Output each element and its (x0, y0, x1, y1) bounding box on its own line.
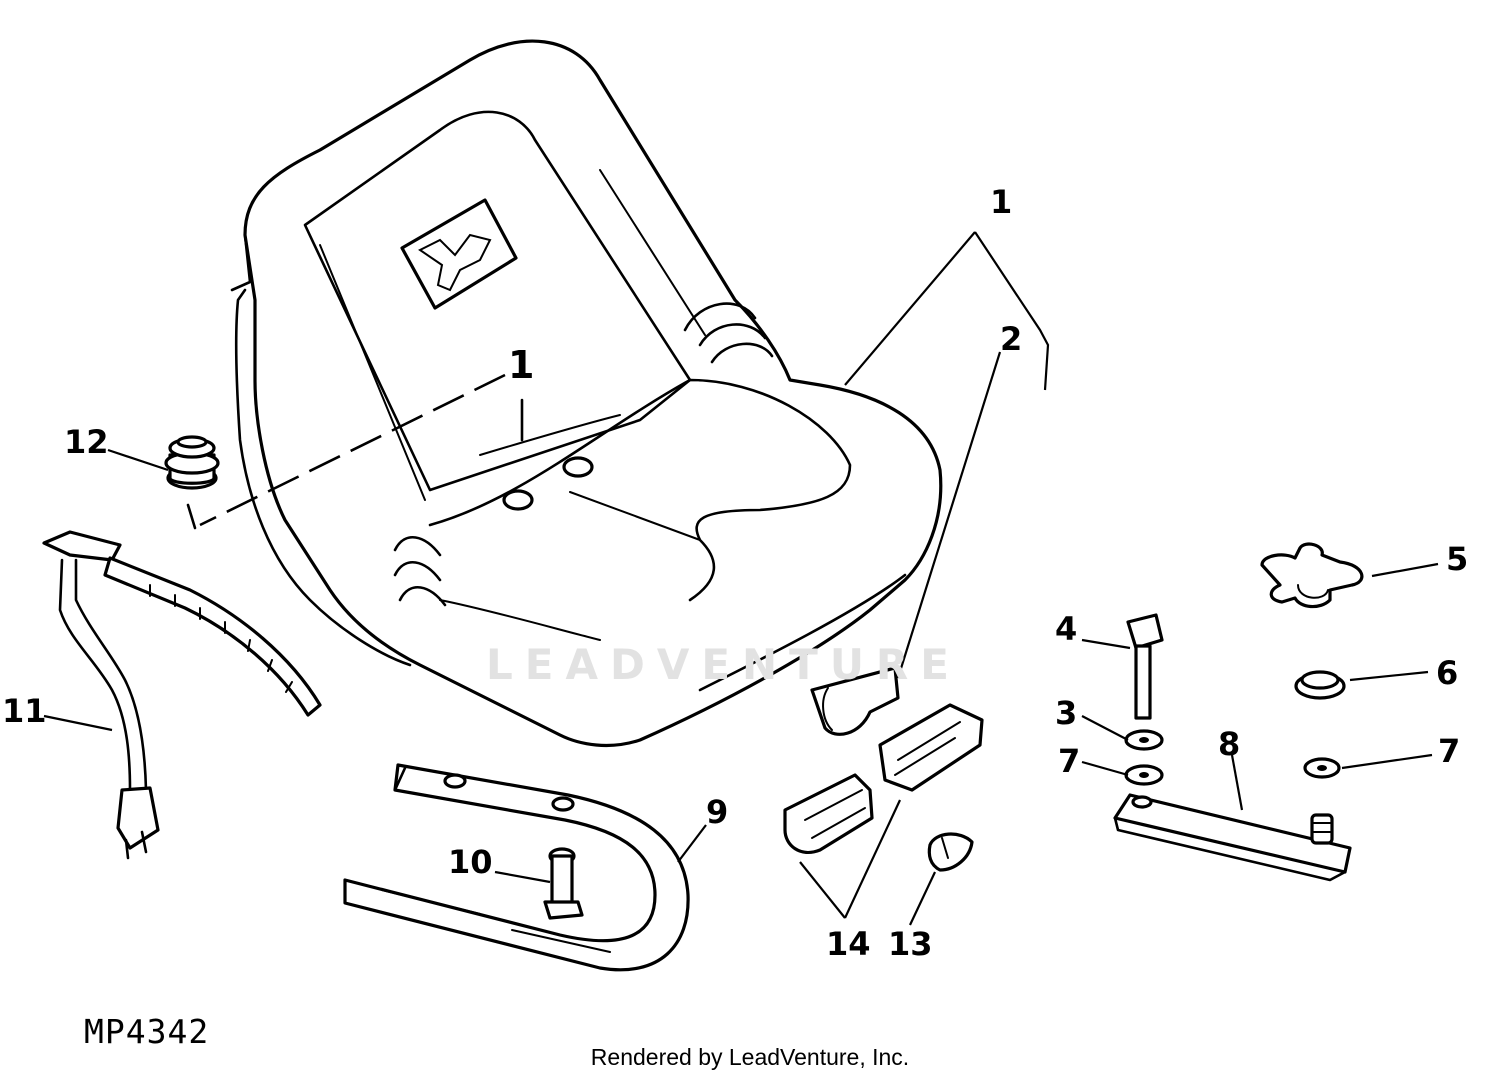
bracket-part-9[interactable] (343, 763, 690, 972)
callout-5: 5 (1446, 540, 1468, 578)
assembly-dashed-line (199, 373, 506, 527)
bolt-part-10[interactable] (543, 847, 584, 920)
channel-clip-part-2[interactable] (810, 666, 900, 736)
bumper-part-12[interactable] (164, 435, 220, 490)
callout-1-dashed: 1 (508, 343, 534, 387)
watermark-text: LEADVENTURE (486, 640, 961, 689)
callout-labels: 1 1 2 3 4 5 6 7 7 8 9 10 11 12 13 14 (2, 183, 1468, 963)
callout-2: 2 (1000, 320, 1022, 358)
clip-part-13[interactable] (927, 832, 974, 872)
leader-lines (43, 231, 1439, 926)
callout-7a: 7 (1058, 742, 1080, 780)
seat-side-panel (234, 288, 412, 667)
channel-clip-part-14[interactable] (783, 703, 984, 854)
washer-part-7b[interactable] (1303, 757, 1341, 779)
cap-screw-part-4[interactable] (1126, 613, 1164, 720)
nut-part-6[interactable] (1294, 670, 1346, 700)
callout-12: 12 (64, 423, 109, 461)
callout-9: 9 (706, 793, 728, 831)
plate-part-8[interactable] (1113, 793, 1352, 882)
callout-3: 3 (1055, 694, 1077, 732)
seat-backrest (243, 39, 943, 748)
knob-part-5[interactable] (1260, 542, 1364, 609)
callout-11: 11 (2, 692, 47, 730)
figure-code: MP4342 (84, 1012, 210, 1051)
callout-4: 4 (1055, 610, 1077, 648)
render-credit: Rendered by LeadVenture, Inc. (590, 1044, 910, 1070)
callout-10: 10 (448, 843, 493, 881)
deer-logo-icon (400, 198, 518, 310)
callout-6: 6 (1436, 654, 1458, 692)
callout-8: 8 (1218, 725, 1240, 763)
callout-14: 14 (826, 925, 871, 963)
washer-part-3[interactable] (1124, 729, 1164, 751)
callout-1: 1 (990, 183, 1012, 221)
callout-13: 13 (888, 925, 933, 963)
callout-7b: 7 (1438, 732, 1460, 770)
washer-part-7a[interactable] (1124, 764, 1164, 786)
seat-inner-back (303, 110, 692, 492)
seat-switch-part-11[interactable] (42, 530, 322, 860)
seat-part-1[interactable] (230, 39, 943, 748)
